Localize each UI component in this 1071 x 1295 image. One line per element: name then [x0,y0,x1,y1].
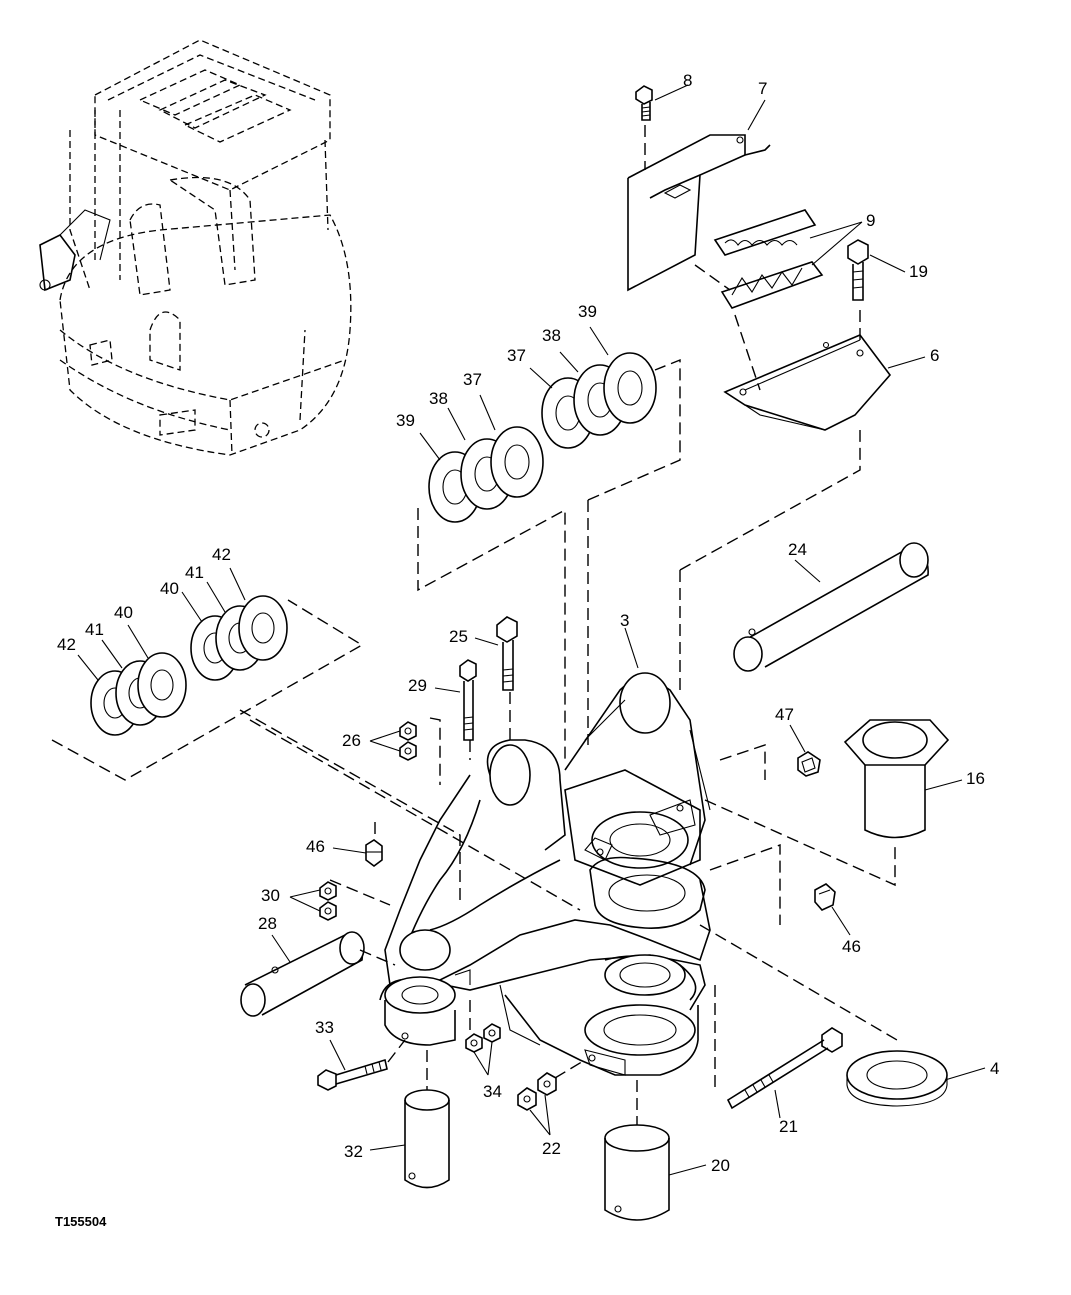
cap-screw-part-19 [847,239,869,301]
callout-46-lower: 46 [842,937,861,956]
callout-28: 28 [258,914,277,933]
callout-46-upper: 46 [306,837,325,856]
callout-7: 7 [758,79,768,98]
callout-42-left: 42 [57,635,76,654]
callout-33: 33 [315,1018,334,1037]
plug-part-47 [797,751,821,777]
plug-part-46-upper [365,839,383,867]
nut-part-34 [465,1023,501,1053]
callout-41-right: 41 [185,563,204,582]
callout-42-right: 42 [212,545,231,564]
cap-screw-part-33 [317,1058,388,1091]
swing-frame-part-3 [379,672,711,1076]
callout-37-right: 37 [507,346,526,365]
callout-34: 34 [483,1082,502,1101]
callout-6: 6 [930,346,940,365]
callout-25: 25 [449,627,468,646]
callout-20: 20 [711,1156,730,1175]
callout-40-right: 40 [160,579,179,598]
assembly-lines [51,125,898,1125]
callout-40-left: 40 [114,603,133,622]
callout-47: 47 [775,705,794,724]
pin-part-20 [604,1124,670,1221]
shim-stack-right [541,352,657,449]
cap-screw-part-21 [726,1027,843,1110]
callout-26: 26 [342,731,361,750]
shim-stack-left [428,426,544,523]
callout-29: 29 [408,676,427,695]
guard-part-7 [627,134,771,292]
callout-38-right: 38 [542,326,561,345]
callout-39-left: 39 [396,411,415,430]
callout-19: 19 [909,262,928,281]
pin-part-32 [404,1089,450,1189]
cap-screw-part-29 [459,659,477,741]
nut-part-22 [517,1072,557,1111]
figure-id: T155504 [55,1214,107,1229]
callout-41-left: 41 [85,620,104,639]
callout-9: 9 [866,211,876,230]
nut-part-26 [399,721,417,761]
thrust-washer-part-4 [846,1050,948,1107]
callout-3: 3 [620,611,630,630]
cap-screw-part-25 [496,616,518,691]
callout-37-left: 37 [463,370,482,389]
callout-38-left: 38 [429,389,448,408]
callout-16: 16 [966,769,985,788]
shim-stack-lower-left [90,595,288,736]
clip-part-9 [713,209,824,309]
callout-21: 21 [779,1117,798,1136]
callout-39-right: 39 [578,302,597,321]
callout-30: 30 [261,886,280,905]
callout-22: 22 [542,1139,561,1158]
callout-32: 32 [344,1142,363,1161]
pin-part-24 [733,542,929,672]
cap-screw-part-8 [635,85,653,121]
callout-8: 8 [683,71,693,90]
pin-part-28 [240,931,365,1017]
callout-24: 24 [788,540,807,559]
plug-part-46-lower [814,883,836,911]
callout-4: 4 [990,1059,1000,1078]
machine-ghost-outline [39,39,352,456]
plate-part-6 [723,334,892,431]
bushing-part-16 [843,719,950,839]
nut-part-30 [319,881,337,921]
